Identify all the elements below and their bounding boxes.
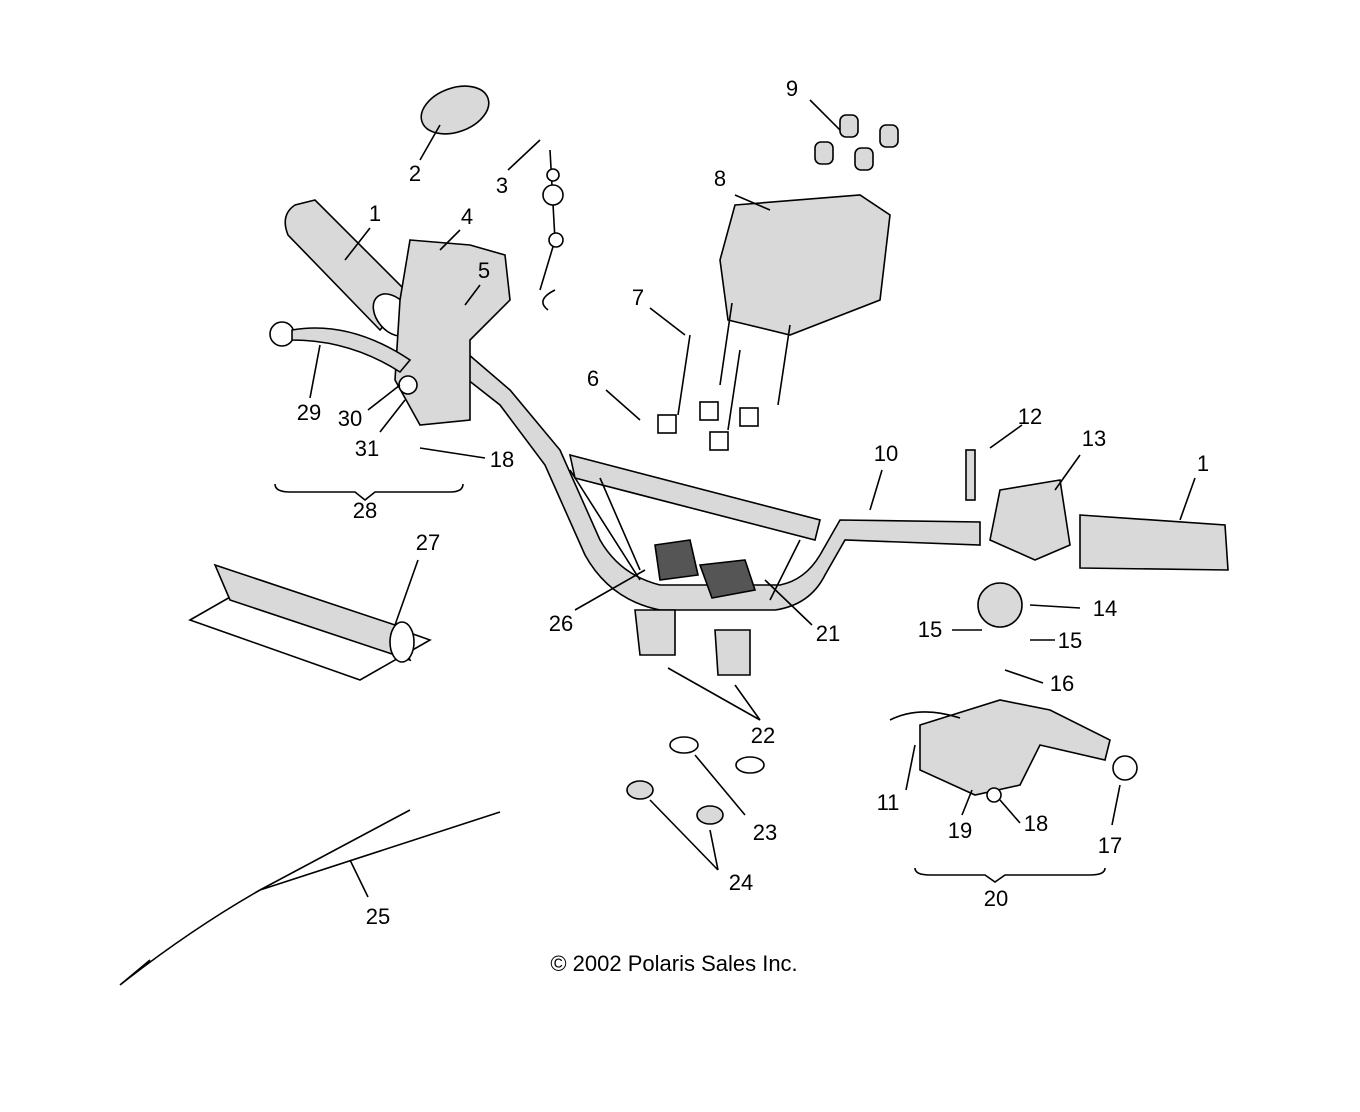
leader-lines <box>274 99 1196 898</box>
studs <box>677 302 791 431</box>
callout-3: 3 <box>496 173 508 198</box>
callout-26: 26 <box>549 611 573 636</box>
callout-19: 19 <box>948 818 972 843</box>
washers-nuts <box>626 736 765 825</box>
callout-31: 31 <box>355 436 379 461</box>
callout-21: 21 <box>816 621 840 646</box>
spacers <box>657 401 759 451</box>
callout-6: 6 <box>587 366 599 391</box>
callout-18-right: 18 <box>1024 811 1048 836</box>
callout-28: 28 <box>353 498 377 523</box>
callout-13: 13 <box>1082 426 1106 451</box>
callout-labels: 1 2 3 4 5 6 7 8 9 10 11 12 13 1 14 15 15… <box>297 76 1209 929</box>
handlebar-cover <box>719 194 891 336</box>
callout-20: 20 <box>984 886 1008 911</box>
handlebar <box>428 328 981 611</box>
callout-15-right: 15 <box>1058 628 1082 653</box>
brake-lever-left <box>269 321 412 374</box>
callout-14: 14 <box>1093 596 1117 621</box>
callout-2: 2 <box>409 161 421 186</box>
callout-22: 22 <box>751 723 775 748</box>
callout-23: 23 <box>753 820 777 845</box>
cover-fasteners <box>814 114 899 171</box>
callout-16: 16 <box>1050 671 1074 696</box>
callout-18-left: 18 <box>490 447 514 472</box>
callout-17: 17 <box>1098 833 1122 858</box>
callout-1-right: 1 <box>1197 451 1209 476</box>
callout-29: 29 <box>297 400 321 425</box>
handlebar-clamps <box>634 539 757 676</box>
grip-cap <box>420 85 490 135</box>
right-grip <box>965 449 1229 571</box>
master-cylinder <box>394 239 511 426</box>
callout-12: 12 <box>1018 404 1042 429</box>
callout-9: 9 <box>786 76 798 101</box>
throttle-cable <box>119 809 501 986</box>
callout-8: 8 <box>714 166 726 191</box>
handlebar-pad <box>188 563 432 681</box>
callout-15-left: 15 <box>918 617 942 642</box>
callout-25: 25 <box>366 904 390 929</box>
callout-5: 5 <box>478 258 490 283</box>
throttle-housing <box>977 582 1023 628</box>
callout-1: 1 <box>369 201 381 226</box>
brake-lever-right <box>889 699 1138 803</box>
callout-7: 7 <box>632 285 644 310</box>
callout-24: 24 <box>729 870 753 895</box>
callout-4: 4 <box>461 204 473 229</box>
callout-10: 10 <box>874 441 898 466</box>
kill-switch-harness <box>539 149 564 311</box>
callout-11: 11 <box>877 790 900 815</box>
copyright: © 2002 Polaris Sales Inc. <box>550 951 797 976</box>
callout-30: 30 <box>338 406 362 431</box>
callout-27: 27 <box>416 530 440 555</box>
